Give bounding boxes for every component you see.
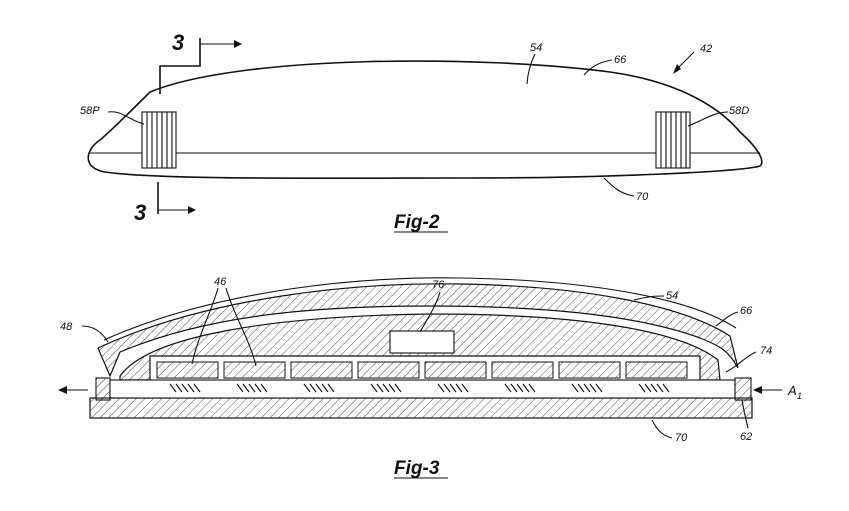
fig3-ref-76: 76 [432, 279, 445, 291]
fig3-light-module [625, 361, 688, 393]
fig3-arrow-a1 [753, 386, 782, 394]
fig2-ref-54: 54 [530, 42, 542, 54]
fig3-controller [389, 330, 455, 354]
fig3-ref-46: 46 [214, 276, 227, 288]
fig3-outer-shell [103, 277, 737, 341]
fig2-section-marker-top: 3 [159, 30, 242, 94]
fig3-arrow-left [58, 386, 88, 394]
fig3-leader-48 [81, 325, 109, 343]
fig3-caption: Fig-3 [394, 458, 440, 479]
fig-2: 3 3 54 66 42 58P 58D 70 Fig-2 [80, 30, 763, 233]
fig2-rib-block-proximal [141, 111, 177, 169]
fig2-leader-58p [107, 111, 145, 125]
fig3-ref-48: 48 [60, 321, 73, 333]
fig3-side-post-right [734, 377, 752, 401]
fig3-ref-a1-subscript: 1 [797, 391, 802, 401]
fig3-ref-70: 70 [675, 432, 688, 444]
fig2-lamp-outline [87, 60, 763, 180]
fig2-leader-58d [687, 111, 729, 127]
fig-3: 46 76 54 66 48 74 A 1 70 62 Fig-3 [58, 276, 802, 479]
fig3-side-post-left [95, 377, 111, 401]
fig3-light-module [424, 361, 487, 393]
fig3-ref-62: 62 [740, 431, 752, 443]
fig3-leader-46a [191, 287, 219, 365]
fig2-rib-block-distal [655, 111, 691, 169]
fig2-leader-66 [583, 59, 613, 76]
fig3-leader-54 [633, 295, 665, 301]
fig3-light-module [290, 361, 353, 393]
fig3-light-module [491, 361, 554, 393]
fig3-light-module [558, 361, 621, 393]
fig3-ref-54: 54 [666, 290, 678, 302]
fig3-leader-76 [419, 291, 441, 333]
fig2-caption: Fig-2 [394, 212, 440, 233]
fig3-leader-62 [741, 399, 749, 429]
fig2-leader-54 [526, 53, 536, 85]
fig2-ref-70: 70 [636, 191, 649, 203]
fig3-ref-66: 66 [740, 305, 753, 317]
fig2-ref-58d: 58D [729, 105, 749, 117]
fig3-leader-46b [225, 287, 257, 367]
fig2-section-label-bottom: 3 [134, 200, 146, 225]
fig3-light-module [156, 361, 219, 393]
fig3-circuit-board [109, 379, 736, 399]
fig3-lens [97, 283, 739, 378]
fig2-section-marker-bottom: 3 [134, 182, 196, 225]
fig3-ref-a1: A [787, 383, 797, 398]
fig3-leader-70 [651, 419, 673, 439]
fig2-leader-70 [603, 177, 635, 197]
fig2-ref-58p: 58P [80, 105, 100, 117]
fig2-section-label-top: 3 [172, 30, 184, 55]
fig2-ref-42: 42 [700, 43, 712, 55]
fig2-ref-66: 66 [614, 54, 627, 66]
fig3-base-plate [89, 397, 753, 419]
fig3-leader-66 [715, 311, 739, 327]
fig3-light-modules [156, 361, 688, 393]
fig3-leader-74 [725, 351, 757, 373]
fig3-ref-74: 74 [760, 345, 772, 357]
fig3-light-module [357, 361, 420, 393]
